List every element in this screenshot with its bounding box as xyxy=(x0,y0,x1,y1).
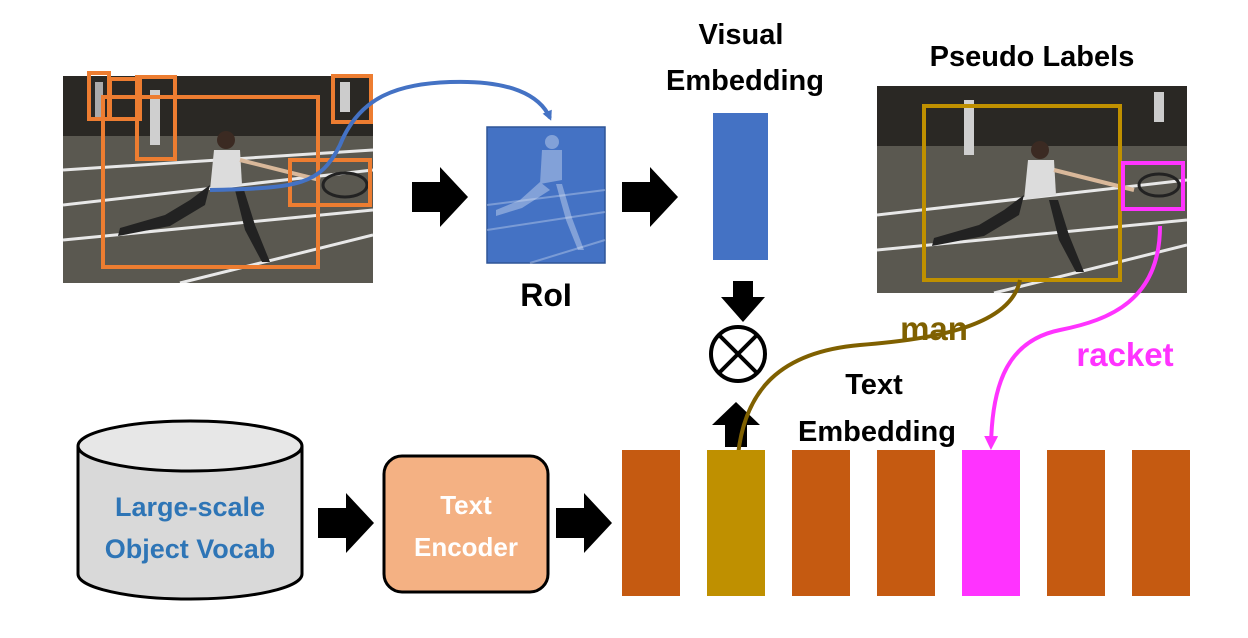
arrow-roi-to-visual-embedding xyxy=(622,167,678,227)
arrow-image-to-roi xyxy=(412,167,468,227)
pseudo-label-image xyxy=(877,86,1187,293)
input-image xyxy=(63,76,373,283)
roi-label: RoI xyxy=(520,277,572,313)
text-embedding-bar-plain xyxy=(1047,450,1105,596)
text-embedding-title-line2: Embedding xyxy=(798,416,956,448)
arrow-encoder-to-text-embedding xyxy=(556,493,612,553)
text-embedding-bar-plain xyxy=(1132,450,1190,596)
racket-label-curve xyxy=(984,225,1162,450)
racket-label: racket xyxy=(1076,336,1173,373)
encoder-label-line1: Text xyxy=(440,490,492,520)
pseudo-box-man xyxy=(922,104,1122,282)
text-embedding-bar-plain xyxy=(622,450,680,596)
crop-arrow xyxy=(209,79,552,192)
text-embedding-bar-man xyxy=(707,450,765,596)
man-label: man xyxy=(900,310,968,347)
encoder-label-line2: Encoder xyxy=(414,532,518,562)
arrow-visual-to-operator xyxy=(721,281,765,322)
object-vocab-database xyxy=(76,419,304,601)
arrow-vocab-to-encoder xyxy=(318,493,374,553)
vocab-label-line1: Large-scale xyxy=(115,492,265,522)
arrow-text-to-operator xyxy=(712,402,760,447)
text-embedding-bar-plain xyxy=(792,450,850,596)
visual-embedding-bar xyxy=(713,113,768,260)
visual-embedding-title-line2: Embedding xyxy=(666,65,824,97)
pseudo-box-racket xyxy=(1121,161,1185,211)
vocab-label-line2: Object Vocab xyxy=(105,534,276,564)
text-embedding-bars xyxy=(622,450,1190,596)
roi-crop xyxy=(486,126,606,264)
text-embedding-bar-plain xyxy=(877,450,935,596)
pseudo-labels-title: Pseudo Labels xyxy=(930,41,1135,73)
text-embedding-bar-racket xyxy=(962,450,1020,596)
text-embedding-title-line1: Text xyxy=(845,369,903,401)
man-label-curve xyxy=(736,279,1022,456)
visual-embedding-title-line1: Visual xyxy=(699,19,784,51)
circled-times-icon xyxy=(709,325,767,383)
text-encoder-block xyxy=(382,454,550,594)
